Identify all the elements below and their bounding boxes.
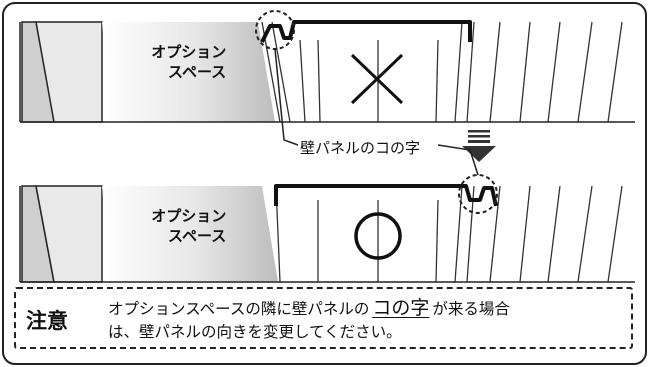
bottom-option-space-label: オプション スペース [151,207,227,245]
ko-shape-highlight: コの字 [372,297,430,319]
caution-note: 注意 オプションスペースの隣に壁パネルのコの字が来る場合 は、壁パネルの向きを変… [14,287,633,349]
top-scene [19,10,635,123]
top-option-space-label: オプション スペース [151,43,227,81]
caution-title: 注意 [26,309,68,333]
right-mark [354,212,402,260]
caution-text: オプションスペースの隣に壁パネルのコの字が来る場合 は、壁パネルの向きを変更して… [108,297,510,341]
wrong-mark [350,53,404,105]
wall-panel-shape-label: 壁パネルのコの字 [298,137,423,158]
bottom-scene [19,174,635,283]
